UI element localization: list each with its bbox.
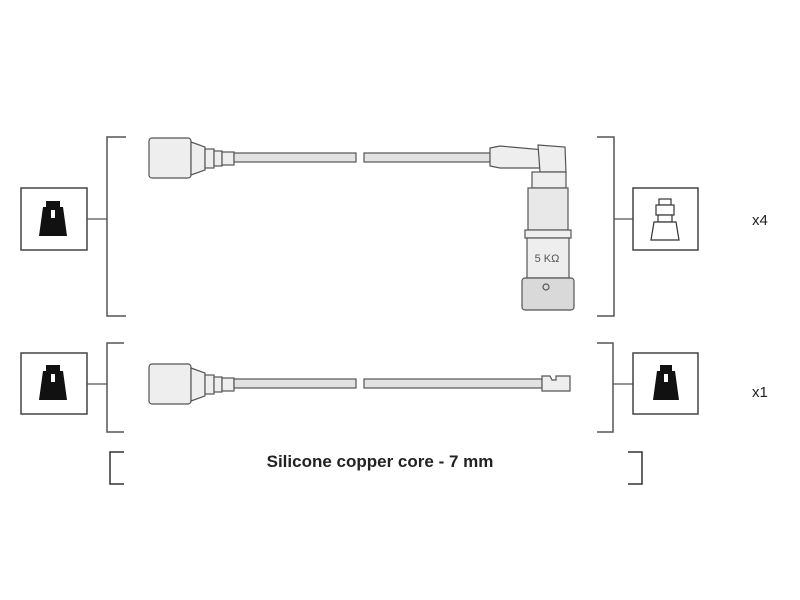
left-connector-box-2 (20, 352, 107, 415)
ignition-cable-1 (148, 137, 575, 311)
right-bracket-2 (597, 342, 614, 433)
quantity-label-row-1: x4 (752, 212, 768, 229)
terminal-connector-icon (39, 201, 67, 236)
left-bracket-2 (106, 342, 124, 433)
cable-spec-text: Silicone copper core - 7 mm (266, 452, 494, 471)
spark-plug-cap-icon (650, 198, 680, 241)
right-connector-box-1 (614, 187, 699, 251)
terminal-connector-icon (653, 365, 679, 400)
spec-bracket-right (628, 451, 643, 485)
cable-row-1: 5 KΩ (20, 136, 699, 317)
terminal-connector-icon (39, 365, 67, 400)
cable-row-2 (20, 342, 699, 433)
left-bracket-1 (106, 136, 126, 317)
spec-bracket-left (109, 451, 124, 485)
ignition-cable-2 (148, 363, 571, 405)
resistance-label: 5 KΩ (535, 253, 560, 265)
right-bracket-1 (597, 136, 615, 317)
left-connector-box-1 (20, 187, 107, 251)
right-connector-box-2 (613, 352, 699, 415)
quantity-label-row-2: x1 (752, 384, 768, 401)
